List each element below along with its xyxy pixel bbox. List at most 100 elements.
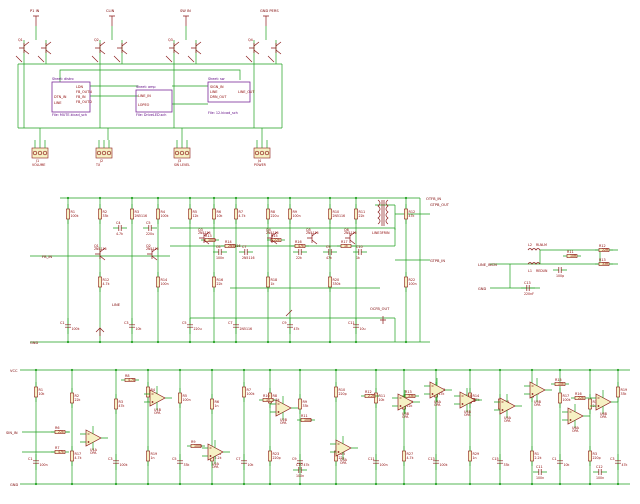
transistor[interactable]: Q3 [168, 38, 180, 55]
resistor[interactable]: R74.7k [234, 204, 246, 224]
transformer[interactable]: LINE3FRIN [372, 199, 390, 235]
inductor-symbol[interactable] [527, 262, 541, 265]
transistor[interactable]: Q4 [248, 38, 260, 55]
sheet-distro[interactable]: Sheet: distro File: MUTE.kicad_sch DTN_I… [51, 77, 92, 117]
resistor[interactable]: R84.7k [121, 374, 139, 382]
transistor[interactable]: Q2 [94, 38, 106, 55]
potentiometer[interactable] [285, 309, 386, 324]
transistor[interactable] [117, 41, 128, 55]
capacitor[interactable]: C44.7k [113, 221, 127, 236]
sheet-sw[interactable]: Sheet: sw File: 12.kicad_sch SIGN_IN LIN… [207, 77, 255, 115]
inductor-symbol[interactable] [527, 248, 541, 251]
resistor[interactable]: R12.2k [530, 446, 542, 466]
transistor[interactable] [191, 41, 202, 55]
transistor[interactable]: Q1 [18, 38, 30, 55]
sheet-amp[interactable]: Sheet: amp File: DriveLED.sch LINE_IN LO… [135, 85, 173, 117]
transistor[interactable] [41, 41, 52, 55]
transistor[interactable] [271, 41, 282, 55]
